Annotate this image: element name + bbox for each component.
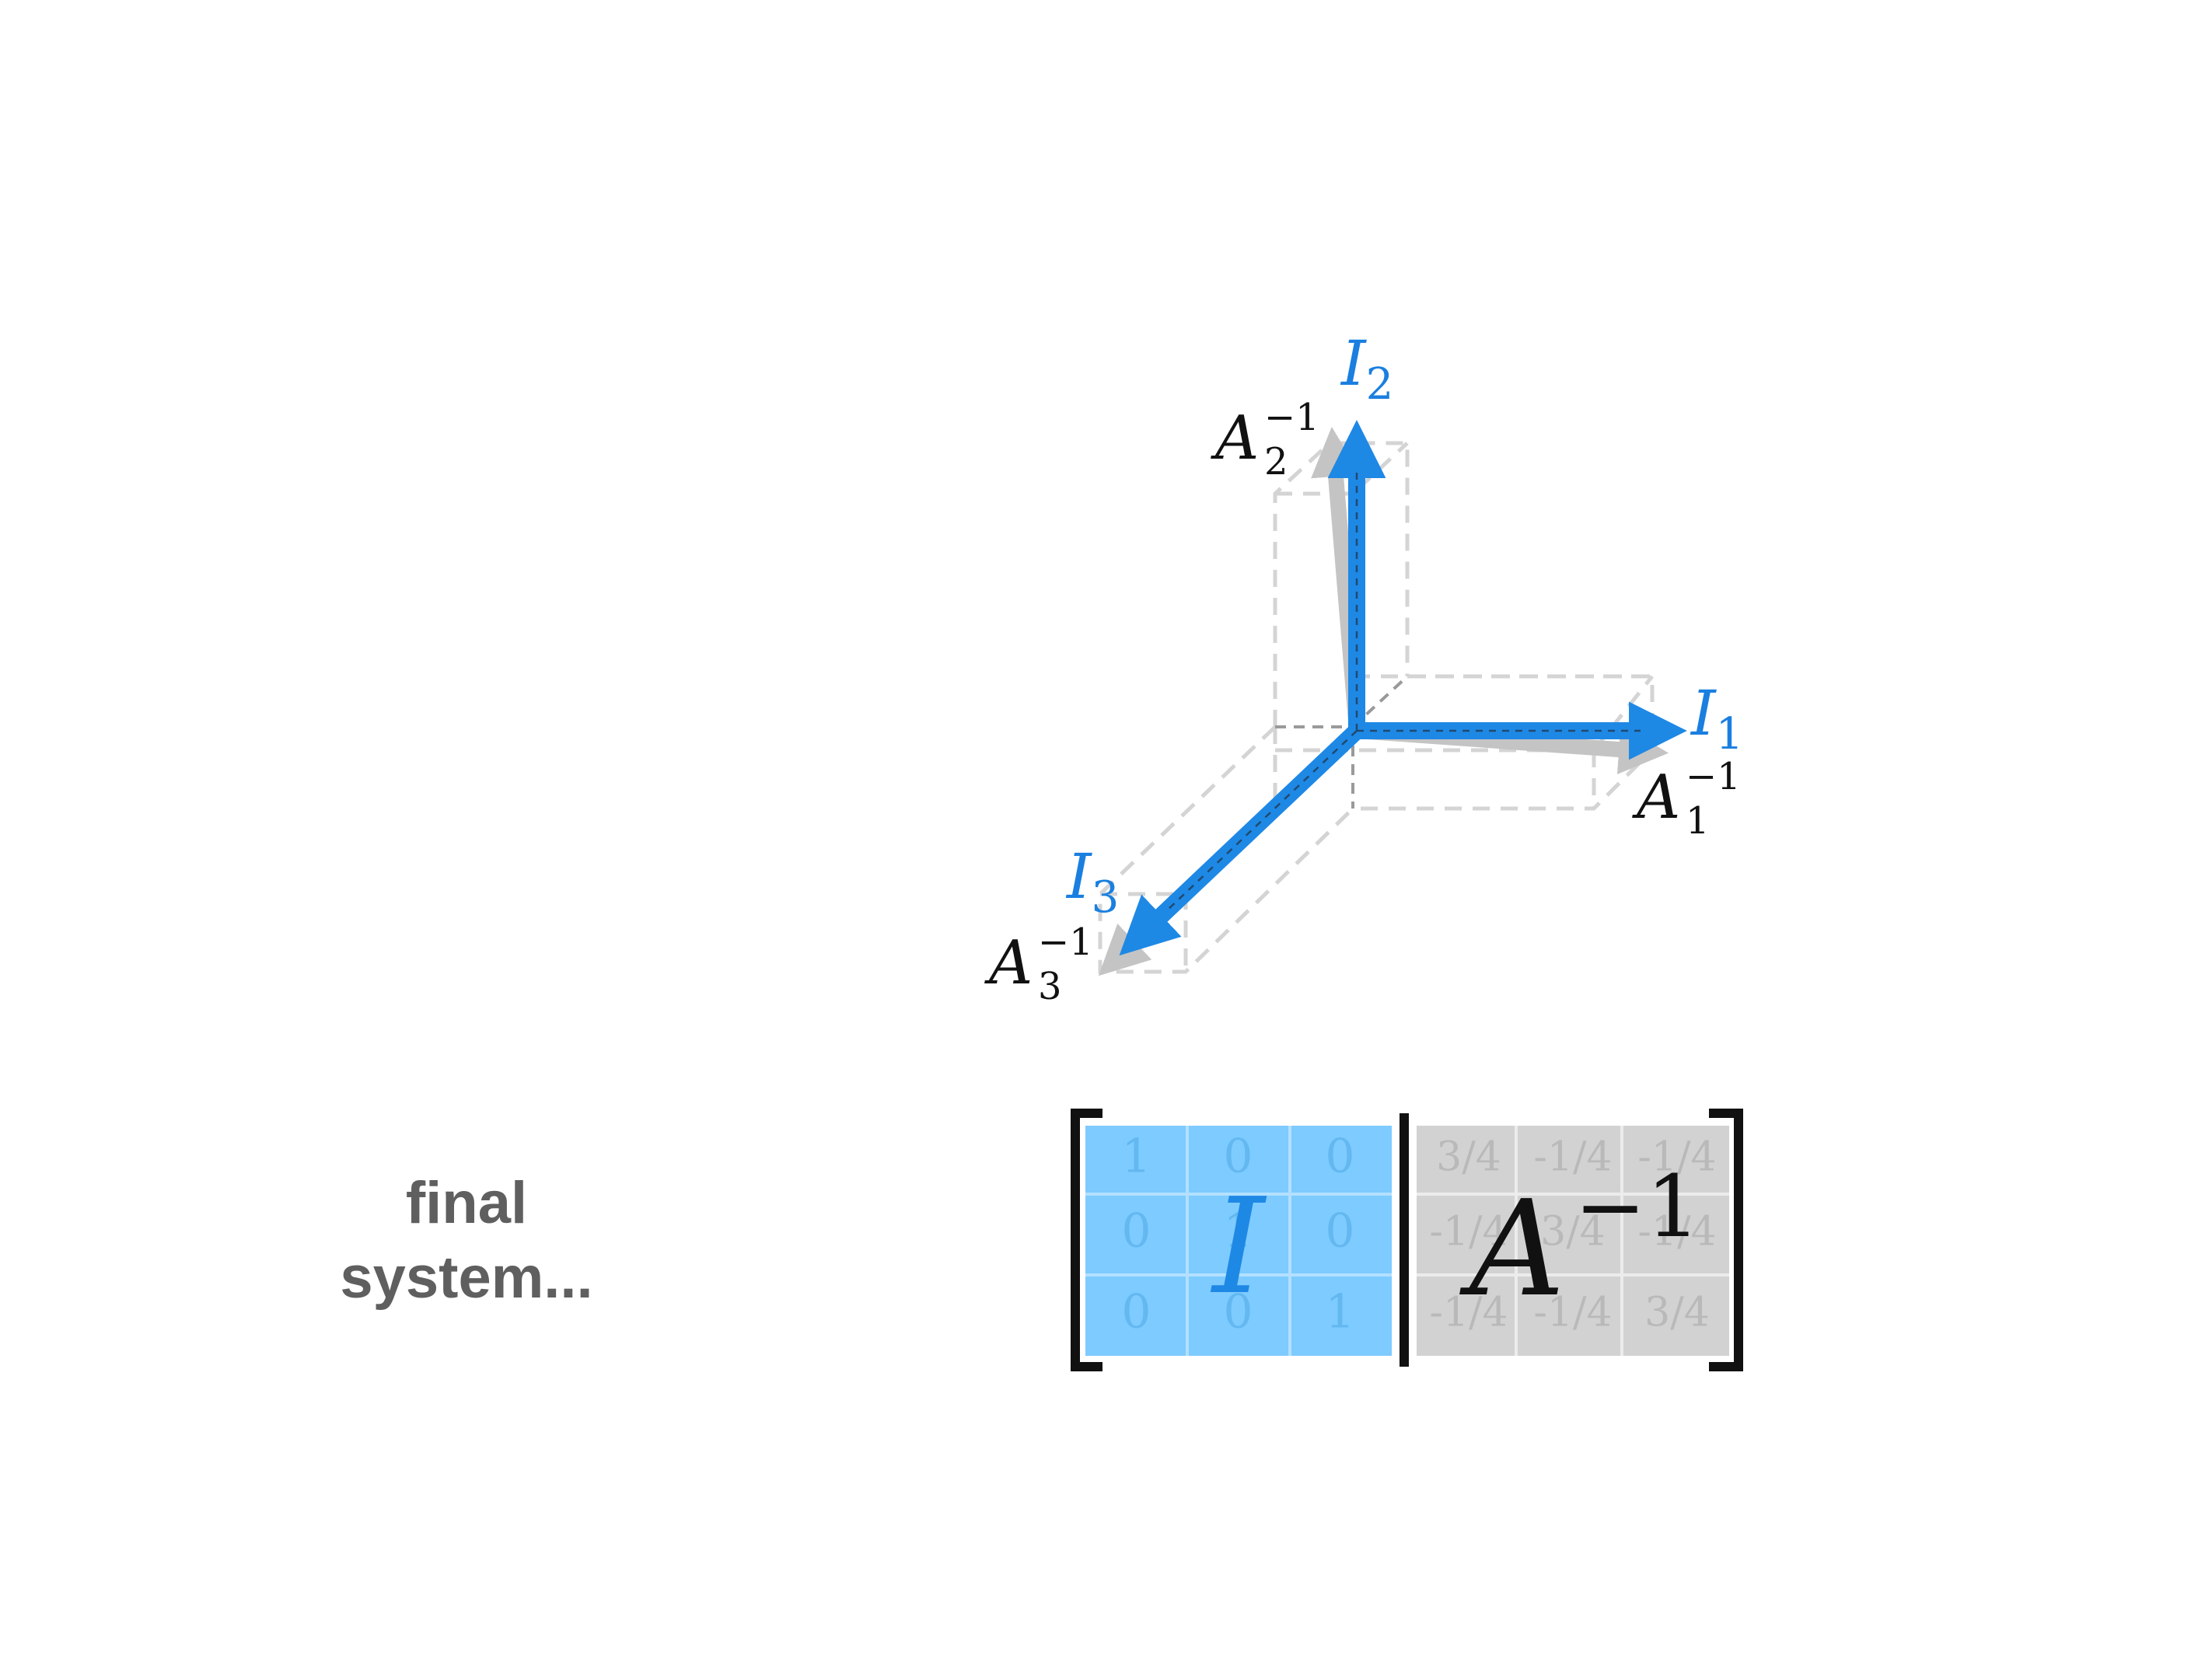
matrix-brackets	[1071, 1109, 1743, 1371]
identity-cells: 1 0 0 0 1 0 0 0 1	[1121, 1130, 1354, 1339]
right-cell-r2c3: -1/4	[1637, 1209, 1716, 1256]
label-a1-base: A	[1632, 763, 1680, 833]
i3-arrow	[1119, 725, 1363, 956]
inverse-cells: 3/4 -1/4 -1/4 -1/4 3/4 -1/4 -1/4 -1/4 3/4	[1429, 1134, 1716, 1336]
inverse-block	[1417, 1126, 1729, 1356]
label-a2-sub: 2	[1264, 440, 1288, 484]
right-cell-r3c1: -1/4	[1429, 1290, 1508, 1336]
right-cell-r3c2: -1/4	[1533, 1290, 1612, 1336]
label-a3-base: A	[984, 928, 1033, 998]
label-i3: I3	[1065, 840, 1119, 923]
right-cell-r3c3: 3/4	[1644, 1290, 1710, 1336]
label-a3-sub: 3	[1038, 965, 1062, 1008]
identity-grid	[1085, 1126, 1392, 1356]
inverse-grid	[1417, 1126, 1729, 1356]
left-cell-r3c3: 1	[1325, 1285, 1354, 1339]
caption-line-1: final	[405, 1170, 528, 1236]
inverse-symbol-base: A	[1459, 1172, 1565, 1326]
right-cell-r1c2: -1/4	[1533, 1134, 1612, 1181]
arrow-centerlines	[1165, 466, 1641, 912]
left-cell-r1c2: 0	[1223, 1130, 1253, 1184]
right-cell-r1c3: -1/4	[1637, 1134, 1716, 1181]
caption: final system...	[295, 1166, 638, 1315]
right-cell-r1c1: 3/4	[1436, 1134, 1501, 1181]
caption-line-2: system...	[340, 1245, 593, 1311]
identity-block	[1085, 1126, 1392, 1356]
dashed-inner-guides	[1275, 675, 1409, 809]
right-cell-r2c2: 3/4	[1540, 1209, 1606, 1256]
augmented-matrix: 1 0 0 0 1 0 0 0 1 3/4 -1/4 -1/4 -1/4 3/4 -1/4 -1/4 -1/4…	[1071, 1109, 1743, 1371]
left-cell-r2c1: 0	[1121, 1204, 1151, 1259]
label-i2: I2	[1340, 327, 1393, 410]
label-a2-base: A	[1211, 403, 1259, 473]
label-a3-sup: −1	[1038, 920, 1093, 964]
identity-columns	[1119, 420, 1687, 956]
left-cell-r1c3: 0	[1325, 1130, 1354, 1184]
inverse-symbol-sup: −1	[1574, 1157, 1700, 1256]
left-cell-r2c2: 1	[1223, 1204, 1253, 1259]
identity-symbol: I	[1210, 1170, 1267, 1324]
label-a2-sup: −1	[1264, 396, 1319, 439]
label-a1-sup: −1	[1686, 755, 1741, 798]
axis-labels: I1 I2 I3 A 1 −1 A 2 −1 A 3 −1	[984, 327, 1743, 1008]
left-cell-r1c1: 1	[1121, 1130, 1151, 1184]
left-cell-r3c2: 0	[1223, 1285, 1253, 1339]
label-a1-sub: 1	[1686, 799, 1710, 843]
left-cell-r3c1: 0	[1121, 1285, 1151, 1339]
left-cell-r2c3: 0	[1325, 1204, 1354, 1259]
right-cell-r2c1: -1/4	[1429, 1209, 1508, 1256]
label-i1: I1	[1690, 677, 1743, 760]
